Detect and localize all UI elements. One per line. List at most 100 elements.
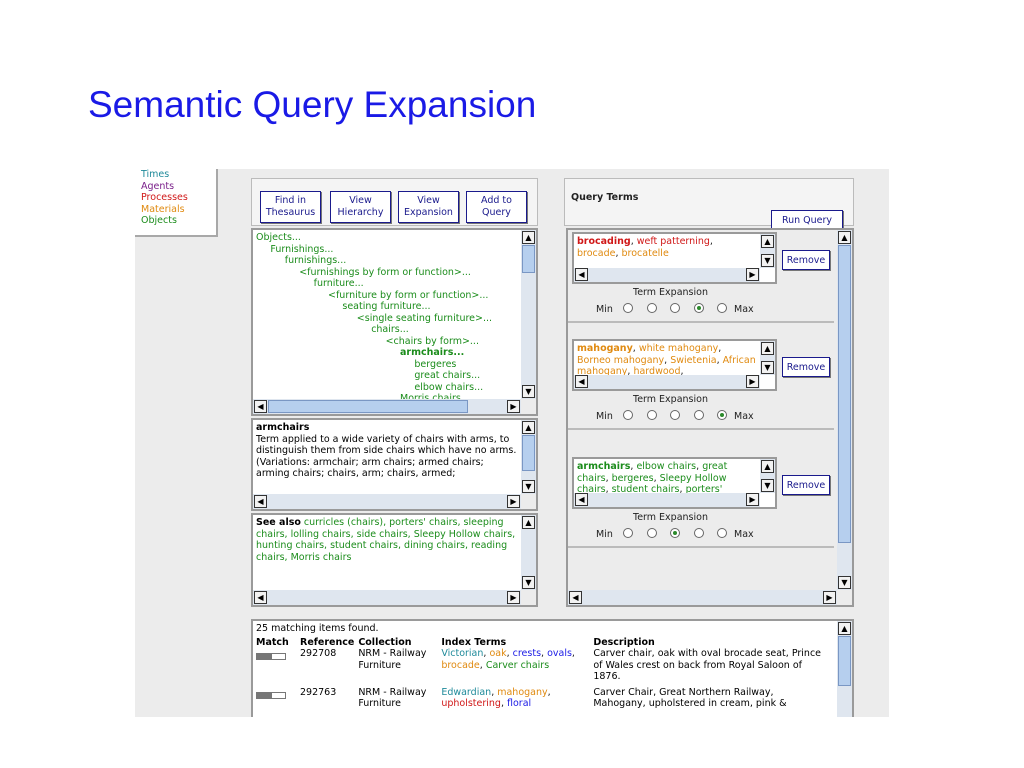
tree-node[interactable]: <chairs by form>...	[385, 335, 479, 347]
tree-node[interactable]: Objects...	[256, 232, 301, 243]
tree-node[interactable]: Morris chairs	[256, 393, 518, 405]
results-column-header[interactable]: Reference	[300, 636, 355, 648]
view-hierarchy-button[interactable]: View Hierarchy	[330, 191, 391, 223]
query-term-box[interactable]: armchairs, elbow chairs, great chairs, b…	[572, 457, 777, 509]
scroll-left-arrow-icon[interactable]: ◀	[575, 375, 588, 388]
scroll-up-arrow-icon[interactable]: ▲	[522, 421, 535, 434]
results-vscroll[interactable]: ▲	[837, 621, 852, 717]
scroll-right-arrow-icon[interactable]: ▶	[507, 591, 520, 604]
tree-hscroll[interactable]: ◀ ▶	[253, 399, 521, 414]
tree-node[interactable]: furnishings...	[284, 255, 347, 266]
expansion-radio[interactable]	[623, 410, 633, 420]
see-also-pane[interactable]: See also curricles (chairs), porters' ch…	[251, 513, 538, 607]
add-to-query-button[interactable]: Add to Query	[466, 191, 527, 223]
results-column-header[interactable]: Description	[593, 636, 655, 648]
scroll-right-arrow-icon[interactable]: ▶	[823, 591, 836, 604]
scroll-down-arrow-icon[interactable]: ▼	[761, 361, 774, 374]
scroll-right-arrow-icon[interactable]: ▶	[746, 493, 759, 506]
scroll-right-arrow-icon[interactable]: ▶	[746, 375, 759, 388]
scroll-up-arrow-icon[interactable]: ▲	[761, 235, 774, 248]
scroll-thumb[interactable]	[838, 636, 851, 686]
scroll-left-arrow-icon[interactable]: ◀	[254, 400, 267, 413]
query-term-vscroll[interactable]: ▲▼	[760, 234, 775, 268]
hierarchy-pane[interactable]: Objects...Furnishings...furnishings...<f…	[251, 228, 538, 416]
query-vscroll[interactable]: ▲ ▼	[837, 230, 852, 590]
results-column-header[interactable]: Index Terms	[441, 636, 507, 648]
scroll-down-arrow-icon[interactable]: ▼	[522, 385, 535, 398]
query-terms-pane[interactable]: brocading, weft patterning, brocade, bro…	[566, 228, 854, 607]
index-term[interactable]: floral	[507, 698, 532, 709]
scroll-down-arrow-icon[interactable]: ▼	[522, 480, 535, 493]
scroll-down-arrow-icon[interactable]: ▼	[838, 576, 851, 589]
expansion-radio[interactable]	[646, 303, 657, 313]
index-term[interactable]: brocade	[441, 659, 480, 671]
scroll-left-arrow-icon[interactable]: ◀	[254, 495, 267, 508]
tree-node[interactable]: bergeres	[414, 358, 457, 370]
scroll-thumb[interactable]	[522, 245, 535, 273]
facet-item[interactable]: Times	[141, 169, 170, 180]
query-term-box[interactable]: brocading, weft patterning, brocade, bro…	[572, 232, 777, 284]
results-column-header[interactable]: Collection	[358, 636, 412, 648]
tree-node[interactable]: elbow chairs...	[414, 381, 484, 393]
scroll-up-arrow-icon[interactable]: ▲	[522, 516, 535, 529]
expansion-radio[interactable]	[693, 528, 704, 538]
index-term[interactable]: Edwardian	[441, 686, 492, 698]
scroll-right-arrow-icon[interactable]: ▶	[507, 400, 520, 413]
tree-vscroll[interactable]: ▲ ▼	[521, 230, 536, 399]
remove-term-button[interactable]: Remove	[782, 357, 830, 377]
results-column-header[interactable]: Match	[256, 636, 289, 648]
expansion-radio[interactable]	[623, 303, 633, 313]
query-term-vscroll[interactable]: ▲▼	[760, 459, 775, 493]
tree-node[interactable]: seating furniture...	[342, 301, 431, 312]
expansion-radio[interactable]	[646, 528, 657, 538]
tree-node[interactable]: <furnishings by form or function>...	[299, 266, 471, 278]
find-in-thesaurus-button[interactable]: Find in Thesaurus	[260, 191, 321, 223]
tree-node[interactable]: great chairs...	[414, 370, 481, 381]
index-term[interactable]: Victorian	[441, 648, 484, 659]
expansion-radio[interactable]	[623, 528, 633, 538]
scroll-up-arrow-icon[interactable]: ▲	[522, 231, 535, 244]
definition-vscroll[interactable]: ▲ ▼	[521, 420, 536, 494]
index-term[interactable]: Carver chairs	[485, 659, 550, 671]
index-term[interactable]: crests	[512, 648, 542, 659]
scroll-thumb[interactable]	[522, 435, 535, 471]
facet-item[interactable]: Materials	[141, 203, 185, 215]
scroll-thumb[interactable]	[838, 245, 851, 543]
tree-node[interactable]: furniture...	[313, 278, 364, 289]
tree-node[interactable]: <furniture by form or function>...	[328, 289, 489, 301]
query-term-hscroll[interactable]: ◀▶	[574, 493, 760, 507]
see-also-hscroll[interactable]: ◀ ▶	[253, 590, 521, 605]
view-expansion-button[interactable]: View Expansion	[398, 191, 459, 223]
expansion-radio[interactable]	[693, 303, 704, 313]
facet-item[interactable]: Processes	[141, 192, 188, 203]
scroll-right-arrow-icon[interactable]: ▶	[746, 268, 759, 281]
index-term[interactable]: mahogany	[497, 686, 548, 698]
index-term[interactable]: ovals	[547, 648, 572, 659]
tree-node[interactable]: armchairs...	[400, 347, 465, 358]
query-term-hscroll[interactable]: ◀▶	[574, 268, 760, 282]
scroll-left-arrow-icon[interactable]: ◀	[575, 493, 588, 506]
expansion-radio[interactable]	[670, 410, 680, 420]
query-hscroll[interactable]: ◀ ▶	[568, 590, 837, 605]
query-term-hscroll[interactable]: ◀▶	[574, 375, 760, 389]
expansion-radio[interactable]	[717, 410, 727, 420]
see-also-items[interactable]: curricles (chairs), porters' chairs, sle…	[256, 517, 516, 563]
scroll-down-arrow-icon[interactable]: ▼	[761, 479, 774, 492]
query-term-box[interactable]: mahogany, white mahogany, Borneo mahogan…	[572, 339, 777, 391]
scroll-up-arrow-icon[interactable]: ▲	[838, 622, 851, 635]
expansion-radio[interactable]	[717, 528, 727, 538]
tree-node[interactable]: Furnishings...	[270, 243, 334, 255]
index-term[interactable]: oak	[489, 648, 507, 659]
expansion-radio[interactable]	[670, 528, 680, 538]
expansion-radio[interactable]	[717, 303, 727, 313]
scroll-right-arrow-icon[interactable]: ▶	[507, 495, 520, 508]
index-term[interactable]: upholstering	[441, 698, 501, 709]
scroll-left-arrow-icon[interactable]: ◀	[569, 591, 582, 604]
definition-hscroll[interactable]: ◀ ▶	[253, 494, 521, 509]
run-query-button[interactable]: Run Query	[771, 210, 843, 230]
scroll-down-arrow-icon[interactable]: ▼	[761, 254, 774, 267]
scroll-up-arrow-icon[interactable]: ▲	[761, 342, 774, 355]
remove-term-button[interactable]: Remove	[782, 475, 830, 495]
